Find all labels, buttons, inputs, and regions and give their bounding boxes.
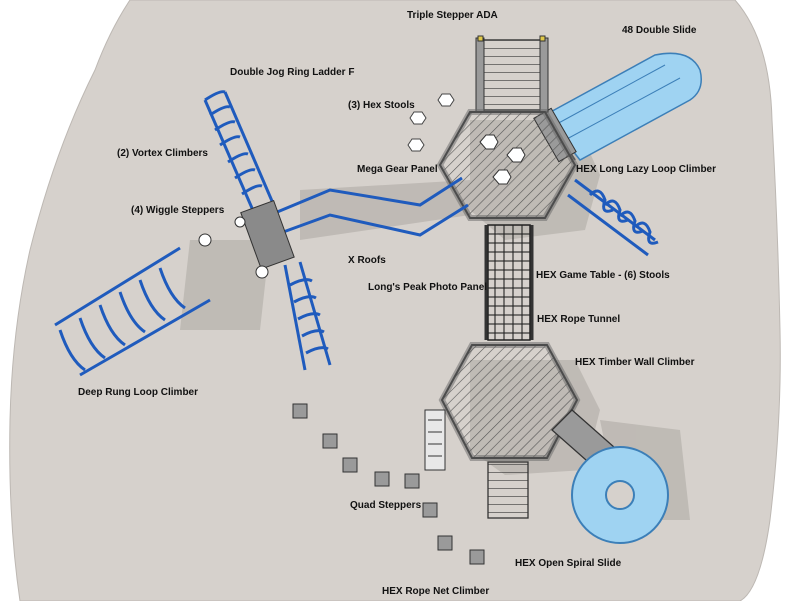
- label-rope-tunnel: HEX Rope Tunnel: [537, 314, 621, 325]
- upper-hex-deck: [436, 109, 579, 221]
- rope-net-climber: [487, 461, 529, 519]
- x-frame-climbers: [203, 90, 469, 371]
- label-vortex-climbers: (2) Vortex Climbers: [117, 148, 208, 159]
- label-timber-wall: HEX Timber Wall Climber: [575, 357, 695, 368]
- timber-wall: [424, 409, 446, 471]
- quad-steppers: [292, 403, 485, 565]
- label-triple-stepper: Triple Stepper ADA: [407, 10, 498, 21]
- label-spiral-slide: HEX Open Spiral Slide: [515, 558, 622, 569]
- deep-rung-loop-climber: [54, 246, 211, 377]
- lazy-loop-climber: [567, 178, 659, 257]
- label-double-jog: Double Jog Ring Ladder F: [230, 67, 355, 78]
- rope-tunnel: [484, 224, 534, 341]
- label-photo-panel: Long's Peak Photo Panel: [368, 282, 488, 293]
- label-x-roofs: X Roofs: [348, 255, 386, 266]
- label-rope-net: HEX Rope Net Climber: [382, 586, 490, 597]
- label-wiggle-steppers: (4) Wiggle Steppers: [131, 205, 225, 216]
- x-roofs-hub: [198, 200, 295, 279]
- triple-stepper-ramp: [475, 35, 549, 113]
- spiral-slide: [551, 409, 669, 544]
- hex-stools: [407, 93, 455, 152]
- label-lazy-loop: HEX Long Lazy Loop Climber: [576, 164, 717, 175]
- label-quad-steppers: Quad Steppers: [350, 500, 422, 511]
- label-mega-gear: Mega Gear Panel: [357, 164, 438, 175]
- label-hex-stools: (3) Hex Stools: [348, 100, 415, 111]
- label-deep-rung: Deep Rung Loop Climber: [78, 387, 198, 398]
- label-game-table: HEX Game Table - (6) Stools: [536, 270, 670, 281]
- label-double-slide: 48 Double Slide: [622, 25, 697, 36]
- lower-hex-deck: [438, 342, 581, 461]
